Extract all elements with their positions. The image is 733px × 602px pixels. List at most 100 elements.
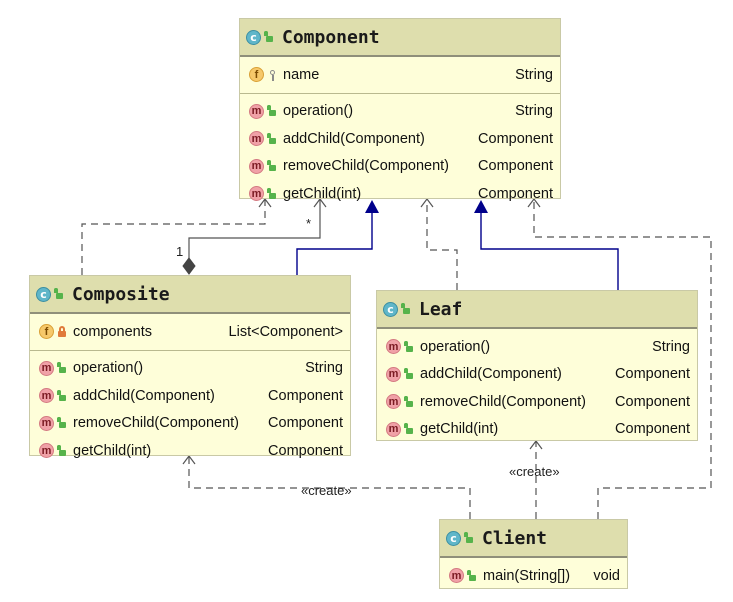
method-type: String — [515, 103, 553, 120]
method-row[interactable]: m operation() String — [30, 355, 350, 383]
class-leaf-header[interactable]: c Leaf — [377, 291, 697, 329]
method-name: getChild(int) — [283, 185, 362, 202]
method-name: operation() — [420, 338, 491, 355]
class-composite-header[interactable]: c Composite — [30, 276, 350, 314]
class-icon: c — [446, 530, 461, 546]
field-name: name — [283, 66, 320, 83]
method-row[interactable]: m addChild(Component) Component — [377, 361, 697, 389]
package-visibility-icon — [267, 69, 277, 81]
class-component-name: Component — [282, 26, 380, 48]
method-name: removeChild(Component) — [73, 415, 240, 432]
method-type: String — [305, 360, 343, 377]
method-name: addChild(Component) — [283, 130, 425, 147]
method-icon: m — [386, 421, 401, 437]
dependency-composite-component — [81, 199, 266, 275]
method-name: getChild(int) — [73, 442, 152, 459]
method-icon: m — [249, 158, 264, 174]
method-name: main(String[]) — [483, 567, 571, 584]
dep-arrowhead-2 — [420, 198, 434, 208]
method-type: Component — [615, 421, 690, 438]
method-type: Component — [615, 366, 690, 383]
class-client[interactable]: c Client m main(String[]) void — [439, 519, 628, 589]
class-client-methods: m main(String[]) void — [440, 558, 627, 594]
class-component-header[interactable]: c Component — [240, 19, 560, 57]
class-icon: c — [246, 29, 261, 45]
public-lock-icon — [467, 569, 477, 582]
field-row[interactable]: f name String — [240, 61, 560, 89]
method-name: addChild(Component) — [73, 387, 215, 404]
method-icon: m — [249, 186, 264, 202]
inheritance-composite-line — [296, 212, 373, 275]
method-type: Component — [478, 185, 553, 202]
private-lock-icon — [57, 325, 67, 338]
method-name: getChild(int) — [420, 421, 499, 438]
dependency-client-component — [533, 199, 712, 519]
public-lock-icon — [57, 362, 67, 374]
method-row[interactable]: m removeChild(Component) Component — [377, 388, 697, 416]
class-composite-fields: f components List<Component> — [30, 314, 350, 351]
method-row[interactable]: m operation() String — [377, 333, 697, 361]
dep-arrowhead-3 — [527, 198, 541, 208]
method-type: Component — [478, 130, 553, 147]
inheritance-leaf-line — [480, 212, 619, 290]
dep-arrowhead-5 — [529, 440, 543, 450]
method-icon: m — [386, 394, 401, 410]
multiplicity-many-label: * — [306, 216, 312, 231]
class-leaf[interactable]: c Leaf m operation() String m addChild(C… — [376, 290, 698, 441]
public-lock-icon — [264, 31, 274, 43]
dep-arrowhead-1 — [258, 198, 272, 208]
class-composite[interactable]: c Composite f components List<Component>… — [29, 275, 351, 459]
class-component[interactable]: c Component f name String m operation() … — [239, 18, 561, 202]
composition-line — [188, 199, 321, 258]
method-type: Component — [268, 415, 343, 432]
method-row[interactable]: m addChild(Component) Component — [30, 382, 350, 410]
public-lock-icon — [267, 187, 277, 200]
multiplicity-one-label: 1 — [176, 244, 184, 259]
method-row[interactable]: m operation() String — [240, 98, 560, 126]
class-composite-methods: m operation() String m addChild(Componen… — [30, 351, 350, 469]
public-lock-icon — [404, 368, 414, 380]
composition-diamond — [182, 257, 196, 275]
method-type: String — [652, 338, 690, 355]
method-name: operation() — [73, 360, 144, 377]
field-icon: f — [39, 324, 54, 340]
dependency-leaf-component — [426, 199, 458, 290]
public-lock-icon — [404, 423, 414, 435]
composition-arrowhead — [313, 198, 327, 208]
create-composite-label: «create» — [301, 483, 352, 498]
method-type: void — [593, 567, 620, 584]
class-component-fields: f name String — [240, 57, 560, 94]
public-lock-icon — [267, 105, 277, 117]
class-client-header[interactable]: c Client — [440, 520, 627, 558]
method-name: operation() — [283, 103, 354, 120]
field-icon: f — [249, 67, 264, 83]
method-row[interactable]: m getChild(int) Component — [30, 437, 350, 465]
method-icon: m — [449, 568, 464, 584]
class-icon: c — [36, 286, 51, 302]
public-lock-icon — [57, 444, 67, 457]
method-type: Component — [268, 387, 343, 404]
method-row[interactable]: m removeChild(Component) Component — [30, 410, 350, 438]
method-type: Component — [478, 158, 553, 175]
public-lock-icon — [57, 417, 67, 429]
method-row[interactable]: m getChild(int) Component — [240, 180, 560, 208]
method-row[interactable]: m getChild(int) Component — [377, 416, 697, 444]
method-name: removeChild(Component) — [283, 158, 450, 175]
field-name: components — [73, 323, 152, 340]
public-lock-icon — [404, 395, 414, 408]
method-icon: m — [39, 415, 54, 431]
inheritance-arrowhead-composite — [365, 200, 379, 213]
class-composite-name: Composite — [72, 283, 170, 305]
dependency-client-composite — [188, 456, 471, 519]
field-type: String — [515, 66, 553, 83]
method-icon: m — [386, 339, 401, 355]
method-name: removeChild(Component) — [420, 393, 587, 410]
method-row[interactable]: m removeChild(Component) Component — [240, 153, 560, 181]
field-row[interactable]: f components List<Component> — [30, 318, 350, 346]
class-leaf-methods: m operation() String m addChild(Componen… — [377, 329, 697, 447]
public-lock-icon — [267, 132, 277, 145]
public-lock-icon — [464, 532, 474, 544]
method-row[interactable]: m main(String[]) void — [440, 562, 627, 590]
method-row[interactable]: m addChild(Component) Component — [240, 125, 560, 153]
